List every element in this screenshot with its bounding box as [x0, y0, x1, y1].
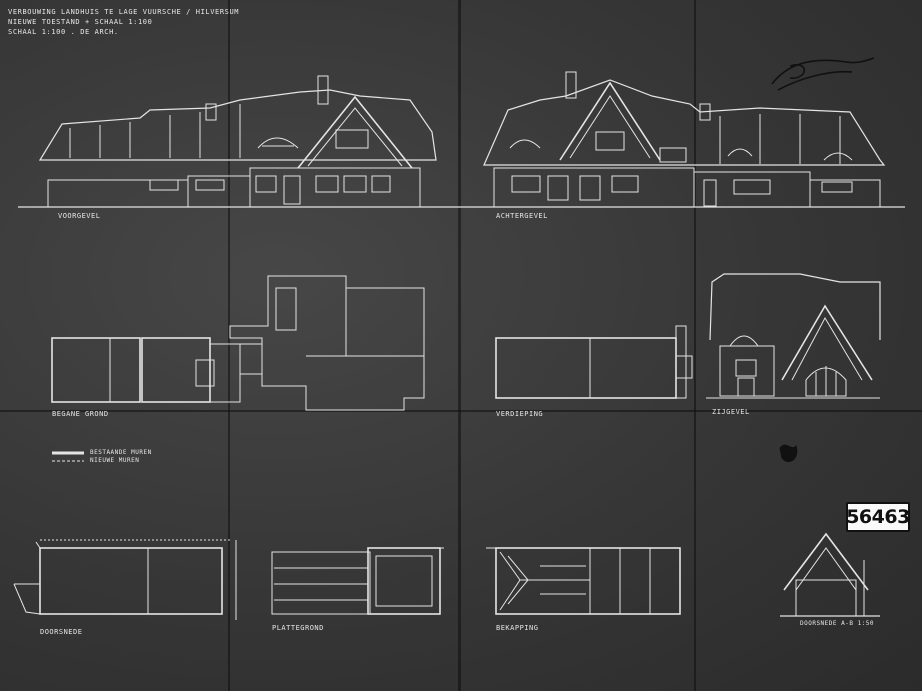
side-elevation — [706, 273, 881, 399]
label-verdieping: VERDIEPING — [496, 410, 544, 418]
label-begane-grond: BEGANE GROND — [52, 410, 109, 418]
upper-floor-plan — [495, 325, 693, 399]
fold-crease-horizontal-1 — [0, 410, 922, 412]
header-line-2: NIEUWE TOESTAND + SCHAAL 1:100 — [8, 18, 153, 26]
floor-plan-lower — [271, 547, 444, 615]
label-zijgevel: ZIJGEVEL — [712, 408, 750, 416]
shed-section — [780, 532, 880, 617]
header-line-3: SCHAAL 1:100 . DE ARCH. — [8, 28, 119, 36]
signature-scribble-icon — [771, 57, 875, 91]
section-drawing — [13, 539, 237, 620]
label-voorgevel: VOORGEVEL — [58, 212, 101, 220]
label-plattegrond: PLATTEGROND — [272, 624, 324, 632]
legend-lines — [52, 451, 84, 462]
fold-crease-vertical-3 — [694, 0, 696, 691]
archive-number-stamp: 56463 — [846, 502, 910, 532]
legend-new-walls: NIEUWE MUREN — [90, 457, 140, 464]
ink-stamp-icon — [779, 444, 798, 462]
front-elevation — [38, 75, 437, 208]
label-doorsnede: DOORSNEDE — [40, 628, 83, 636]
fold-crease-vertical-1 — [228, 0, 230, 691]
header-line-1: VERBOUWING LANDHUIS TE LAGE VUURSCHE / H… — [8, 8, 240, 16]
legend-existing-walls: BESTAANDE MUREN — [90, 449, 152, 456]
label-achtergevel: ACHTERGEVEL — [496, 212, 548, 220]
label-doorsnede-schuur: DOORSNEDE A-B 1:50 — [800, 620, 875, 627]
ground-floor-plan — [51, 275, 425, 411]
rear-elevation — [483, 71, 886, 208]
fold-crease-vertical-2 — [458, 0, 461, 691]
label-bekapping: BEKAPPING — [496, 624, 539, 632]
roof-plan — [486, 547, 681, 615]
